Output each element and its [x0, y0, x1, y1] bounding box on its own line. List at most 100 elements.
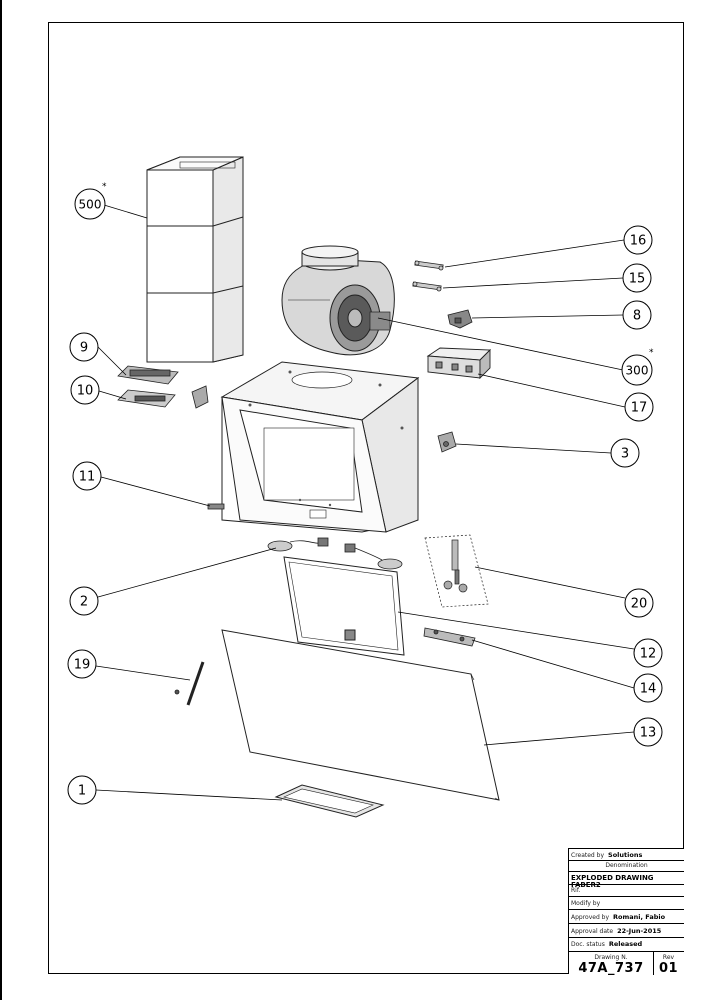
bracket-16 — [414, 260, 444, 271]
bracket-small — [191, 385, 209, 409]
rif-label: Rif. — [571, 887, 581, 894]
drawing-number-row: Drawing N. 47A_737 Rev 01 — [569, 952, 684, 976]
callout-circle — [67, 775, 97, 805]
callout-label: 9 — [80, 341, 88, 356]
switch-9 — [117, 365, 179, 385]
callout-star: * — [649, 348, 654, 358]
denomination-value: EXPLODED DRAWING FABER2 — [571, 874, 654, 889]
created-by-value: Solutions — [608, 851, 643, 859]
drawing-n-value: 47A_737 — [578, 961, 644, 976]
drawing-n-label: Drawing N. — [594, 954, 628, 961]
denomination-label-row: Denomination — [569, 861, 684, 872]
callout-16: 16 — [623, 225, 653, 255]
bracket-15 — [412, 281, 442, 292]
tray-1 — [274, 784, 385, 818]
callout-circle — [69, 332, 99, 362]
callout-circle — [624, 588, 654, 618]
callout-13: 13 — [633, 717, 663, 747]
hood-body-part — [220, 361, 420, 533]
callout-19: 19 — [67, 649, 97, 679]
chimney-part — [146, 156, 244, 363]
callout-10: 10 — [70, 375, 100, 405]
approved-by-label: Approved by — [571, 914, 610, 921]
callout-label: 13 — [640, 726, 657, 741]
callout-circle — [633, 638, 663, 668]
callout-17: 17 — [624, 392, 654, 422]
callout-label: 20 — [631, 597, 648, 612]
callout-circle — [69, 586, 99, 616]
callout-label: 8 — [633, 309, 641, 324]
doc-status-label: Doc. status — [571, 941, 605, 948]
drawing-frame — [48, 22, 684, 974]
hinge-3 — [437, 431, 457, 453]
callout-9: 9 — [69, 332, 99, 362]
callout-label: 500 — [79, 198, 102, 212]
created-by-label: Created by — [571, 852, 605, 859]
callout-label: 3 — [621, 447, 629, 462]
denomination-value-row: EXPLODED DRAWING FABER2 — [569, 872, 684, 889]
motor-part — [281, 245, 395, 356]
callout-8: 8 — [622, 300, 652, 330]
clip-8 — [447, 309, 473, 329]
approval-date-label: Approval date — [571, 928, 614, 935]
callout-circle — [610, 438, 640, 468]
lamps-2 — [267, 537, 403, 570]
screw-11 — [207, 503, 225, 510]
callout-label: 19 — [74, 658, 91, 673]
callout-12: 12 — [633, 638, 663, 668]
callout-label: 2 — [80, 595, 88, 610]
rif-row: Rif. — [569, 885, 684, 897]
callout-circle — [633, 717, 663, 747]
kit-20 — [424, 534, 489, 608]
control-box-17 — [426, 347, 492, 380]
callout-label: 300 — [626, 364, 649, 378]
callout-label: 11 — [79, 470, 96, 485]
callout-circle — [72, 461, 102, 491]
leader-lines — [95, 204, 635, 801]
revision-cell: Rev 01 — [653, 952, 684, 976]
handle-14 — [423, 627, 476, 647]
doc-status-value: Released — [608, 940, 643, 948]
callout-circle — [621, 354, 653, 386]
callout-circle — [622, 300, 652, 330]
drawing-number-cell: Drawing N. 47A_737 — [569, 952, 654, 976]
callout-14: 14 — [633, 673, 663, 703]
rod-19 — [174, 661, 205, 706]
callout-label: 17 — [631, 401, 648, 416]
modify-row: Modify by — [569, 897, 684, 910]
callout-circle — [67, 649, 97, 679]
callout-circle — [74, 188, 106, 220]
callout-20: 20 — [624, 588, 654, 618]
callout-label: 15 — [629, 272, 646, 287]
callout-label: 12 — [640, 647, 657, 662]
callout-label: 1 — [78, 784, 86, 799]
rev-label: Rev — [662, 954, 675, 961]
callout-circle — [70, 375, 100, 405]
callout-label: 14 — [640, 682, 657, 697]
filter-12 — [283, 556, 405, 656]
callout-star: * — [102, 182, 107, 192]
callout-label: 16 — [630, 234, 647, 249]
callout-11: 11 — [72, 461, 102, 491]
callout-3: 3 — [610, 438, 640, 468]
callout-15: 15 — [622, 263, 652, 293]
page-edge — [0, 0, 2, 1000]
callout-1: 1 — [67, 775, 97, 805]
glass-panel-13 — [221, 629, 500, 801]
callout-circle — [623, 225, 653, 255]
callout-500: 500* — [74, 182, 107, 220]
callout-circle — [622, 263, 652, 293]
callout-2: 2 — [69, 586, 99, 616]
callout-label: 10 — [77, 384, 94, 399]
approved-by-value: Romani, Fabio — [613, 913, 666, 921]
rev-value: 01 — [658, 961, 679, 976]
switch-10 — [117, 389, 176, 408]
